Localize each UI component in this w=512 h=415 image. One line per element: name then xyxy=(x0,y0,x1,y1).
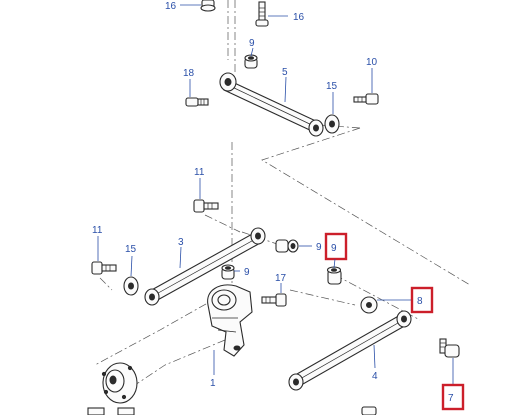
nut-9-top xyxy=(244,54,258,69)
nut-9-highlighted xyxy=(326,266,342,285)
callout-17: 17 xyxy=(275,273,287,284)
callout-1: 1 xyxy=(210,378,216,389)
callout-16b: 16 xyxy=(293,12,305,23)
upper-control-arm-5 xyxy=(219,72,324,137)
callout-7: 7 xyxy=(448,393,454,404)
callout-5: 5 xyxy=(282,67,288,78)
leader-4 xyxy=(373,344,376,369)
washer-15-lower xyxy=(123,276,139,296)
nut-9-mid xyxy=(275,239,299,253)
bolt-partial-bottom xyxy=(361,406,377,415)
callout-11b: 11 xyxy=(92,225,103,236)
assembly-axes xyxy=(94,0,471,396)
highlight-box-9 xyxy=(324,232,348,261)
callout-9b: 9 xyxy=(316,242,322,253)
bolt-11-lower xyxy=(91,261,117,275)
lower-control-arm-3 xyxy=(144,227,266,306)
bolt-11-upper xyxy=(193,199,219,213)
callout-3: 3 xyxy=(178,237,184,248)
lower-link-4 xyxy=(288,310,412,391)
callout-18: 18 xyxy=(183,68,195,79)
leader-5 xyxy=(284,76,287,103)
highlight-box-8 xyxy=(410,286,434,314)
washer-15-top xyxy=(324,114,340,134)
bolt-18 xyxy=(185,97,209,107)
callout-11a: 11 xyxy=(194,167,205,178)
callout-9a: 9 xyxy=(249,38,255,49)
bolt-17 xyxy=(261,293,287,307)
leader-3 xyxy=(179,246,182,269)
wheel-hub xyxy=(87,362,138,415)
bolt-16-left xyxy=(200,0,216,12)
bolt-7 xyxy=(439,338,460,358)
bolt-10 xyxy=(353,93,379,105)
callout-10: 10 xyxy=(366,57,378,68)
leader-9hl xyxy=(333,258,336,269)
leader-9a xyxy=(250,47,254,57)
callout-4: 4 xyxy=(372,371,378,382)
callout-15b: 15 xyxy=(125,244,137,255)
callout-16a: 16 xyxy=(165,1,177,12)
highlight-box-7 xyxy=(441,383,465,411)
washer-8 xyxy=(360,296,378,314)
leader-15b xyxy=(130,255,133,277)
steering-knuckle-1 xyxy=(207,284,253,357)
callout-15a: 15 xyxy=(326,81,338,92)
bolt-16-right xyxy=(255,1,269,27)
callout-9c: 9 xyxy=(244,267,250,278)
callout-9-highlighted: 9 xyxy=(331,243,337,254)
nut-9-knuckle xyxy=(221,264,235,280)
callout-8: 8 xyxy=(417,296,423,307)
